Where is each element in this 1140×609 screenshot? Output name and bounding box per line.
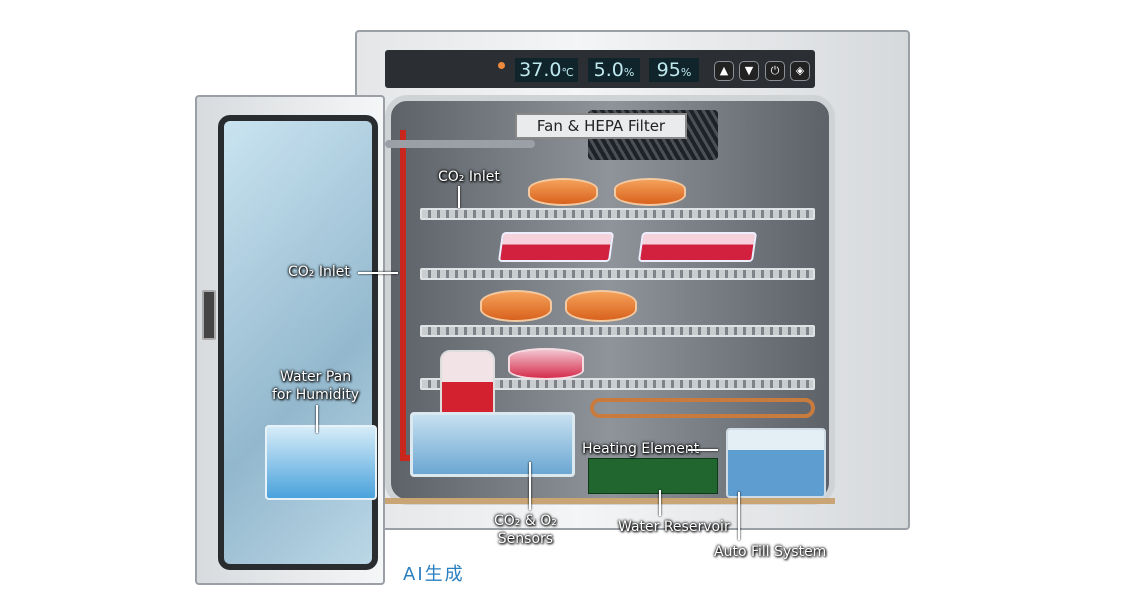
- heating-element-label: Heating Element: [582, 441, 700, 457]
- petri-dish-stack: [614, 178, 686, 206]
- pointer-arrow: [316, 405, 318, 433]
- pointer-arrow: [659, 490, 661, 516]
- co2-inlet-fitting: [385, 140, 535, 148]
- co2-display: 5.0%: [588, 58, 640, 82]
- auto-fill-tank: [726, 428, 826, 498]
- water-pan: [410, 412, 575, 477]
- settings-icon: ◈: [795, 64, 805, 77]
- petri-dish-stack: [565, 290, 637, 322]
- culture-flask: [497, 232, 615, 262]
- sensors-label: CO₂ & O₂ Sensors: [494, 512, 557, 548]
- pointer-arrow: [688, 449, 718, 451]
- sensors-label-line1: CO₂ & O₂: [494, 513, 557, 529]
- temperature-value: 37.0: [519, 59, 562, 81]
- power-button[interactable]: ⏻: [765, 61, 785, 81]
- inner-glass-door: [218, 115, 378, 570]
- temperature-display: 37.0℃: [515, 58, 578, 82]
- door-handle[interactable]: [202, 290, 216, 340]
- humidity-value: 95: [656, 59, 681, 81]
- co2-inlet-top-label: CO₂ Inlet: [438, 169, 500, 185]
- co2-unit: %: [623, 66, 635, 79]
- heating-coil: [590, 398, 815, 418]
- pointer-arrow: [458, 186, 460, 208]
- sensors-label-line2: Sensors: [497, 531, 554, 547]
- petri-dish-stack: [480, 290, 552, 322]
- water-pan-label-line1: Water Pan: [280, 369, 352, 385]
- pointer-arrow: [529, 462, 531, 510]
- door-gasket: [385, 498, 835, 504]
- water-reservoir-label: Water Reservoir: [618, 519, 730, 535]
- petri-dish-stack: [508, 348, 584, 380]
- arrow-down-icon: ▼: [744, 64, 754, 77]
- pointer-arrow: [358, 272, 398, 274]
- co2-pipe: [400, 130, 406, 460]
- shelf: [420, 208, 815, 220]
- ai-generated-watermark: AI生成: [403, 564, 465, 585]
- menu-button[interactable]: ◈: [790, 61, 810, 81]
- pointer-arrow: [738, 492, 740, 540]
- water-pan-label-line2: for Humidity: [272, 387, 360, 403]
- culture-flask: [637, 232, 758, 262]
- shelf: [420, 378, 815, 390]
- co2-value: 5.0: [593, 59, 624, 81]
- humidity-display: 95%: [649, 58, 699, 82]
- power-icon: ⏻: [770, 64, 780, 77]
- temperature-unit: ℃: [561, 66, 574, 79]
- co2-inlet-side-label: CO₂ Inlet: [288, 264, 350, 280]
- sensor-circuit-board: [588, 458, 718, 494]
- humidity-unit: %: [680, 66, 692, 79]
- door-water-pan: [265, 425, 377, 500]
- arrow-up-icon: ▲: [719, 64, 729, 77]
- up-button[interactable]: ▲: [714, 61, 734, 81]
- status-led: [498, 62, 505, 69]
- down-button[interactable]: ▼: [739, 61, 759, 81]
- petri-dish-stack: [528, 178, 598, 206]
- fan-filter-label: Fan & HEPA Filter: [515, 113, 687, 139]
- water-pan-label: Water Pan for Humidity: [272, 368, 359, 404]
- shelf: [420, 325, 815, 337]
- shelf: [420, 268, 815, 280]
- auto-fill-label: Auto Fill System: [714, 544, 827, 560]
